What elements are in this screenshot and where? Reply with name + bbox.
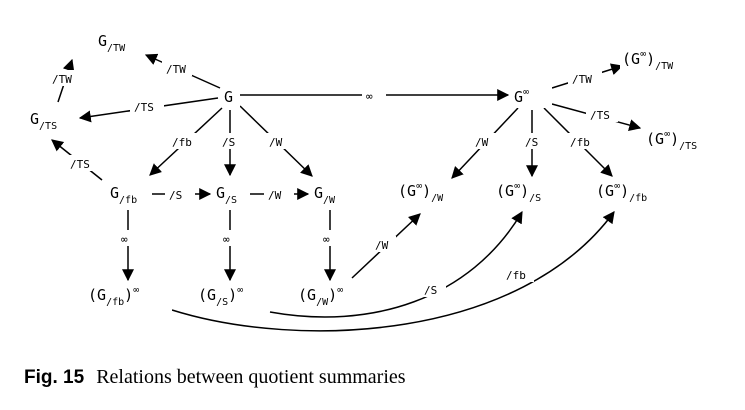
node-ginf-w: (G∞)/W xyxy=(398,181,444,204)
figure-caption: Fig. 15 Relations between quotient summar… xyxy=(24,366,406,389)
label-g-to-g-w: /W xyxy=(269,136,283,149)
node-g-fb: G/fb xyxy=(110,184,137,206)
label-g-ts-to-g-tw: /TW xyxy=(52,73,72,86)
figure-caption-text: Relations between quotient summaries xyxy=(96,366,406,388)
node-g-fb-inf: (G/fb)∞ xyxy=(88,285,139,308)
figure-label: Fig. 15 xyxy=(24,367,85,388)
edge-label-backgrounds xyxy=(48,60,618,297)
label-g-to-g-tw: /TW xyxy=(166,63,186,76)
node-g-s-inf: (G/S)∞ xyxy=(198,285,243,308)
label-ginf-to-w: /W xyxy=(475,136,489,149)
node-g-w-inf: (G/W)∞ xyxy=(298,285,343,308)
node-ginf-ts: (G∞)/TS xyxy=(646,129,697,152)
label-ginf-to-tw: /TW xyxy=(572,73,592,86)
label-g-to-ginf: ∞ xyxy=(366,90,373,103)
edge-labels: /TW /TW /TS /TS /fb /S /W /S /W ∞ ∞ ∞ ∞ … xyxy=(52,63,610,297)
label-g-fb-to-g-ts: /TS xyxy=(70,158,90,171)
quotient-summaries-diagram: /TW /TW /TS /TS /fb /S /W /S /W ∞ ∞ ∞ ∞ … xyxy=(28,30,728,332)
label-g-fb-inf: ∞ xyxy=(121,233,128,246)
node-backgrounds xyxy=(28,30,728,312)
label-ginf-to-ts: /TS xyxy=(590,109,610,122)
node-ginf-fb: (G∞)/fb xyxy=(596,181,647,204)
edge-gfbinf-to-ginffb xyxy=(171,211,615,332)
label-g-w-inf: ∞ xyxy=(323,233,330,246)
label-ginf-to-fb: /fb xyxy=(570,136,590,149)
label-g-to-g-s: /S xyxy=(222,136,235,149)
label-gsinf-to-ginfs: /S xyxy=(424,284,437,297)
label-g-s-inf: ∞ xyxy=(223,233,230,246)
label-g-fb-to-g-s: /S xyxy=(169,189,182,202)
label-g-to-g-ts: /TS xyxy=(134,101,154,114)
nodes: G G/TW G/TS G/fb G/S G/W (G/fb)∞ (G/S)∞ xyxy=(30,32,697,308)
label-g-to-g-fb: /fb xyxy=(172,136,192,149)
node-ginf: G∞ xyxy=(514,87,529,106)
node-g-s: G/S xyxy=(216,184,237,206)
node-g-ts: G/TS xyxy=(30,110,57,132)
node-g-tw: G/TW xyxy=(98,32,126,54)
label-ginf-to-s: /S xyxy=(525,136,538,149)
node-ginf-s: (G∞)/S xyxy=(496,181,541,204)
node-g: G xyxy=(224,88,233,106)
label-gwinf-to-ginfw: /W xyxy=(375,239,389,252)
edge-gsinf-to-ginfs xyxy=(269,210,523,318)
node-ginf-tw: (G∞)/TW xyxy=(622,49,674,72)
label-gfbinf-to-ginffb: /fb xyxy=(506,269,526,282)
label-g-s-to-g-w: /W xyxy=(268,189,282,202)
node-g-w: G/W xyxy=(314,184,336,206)
